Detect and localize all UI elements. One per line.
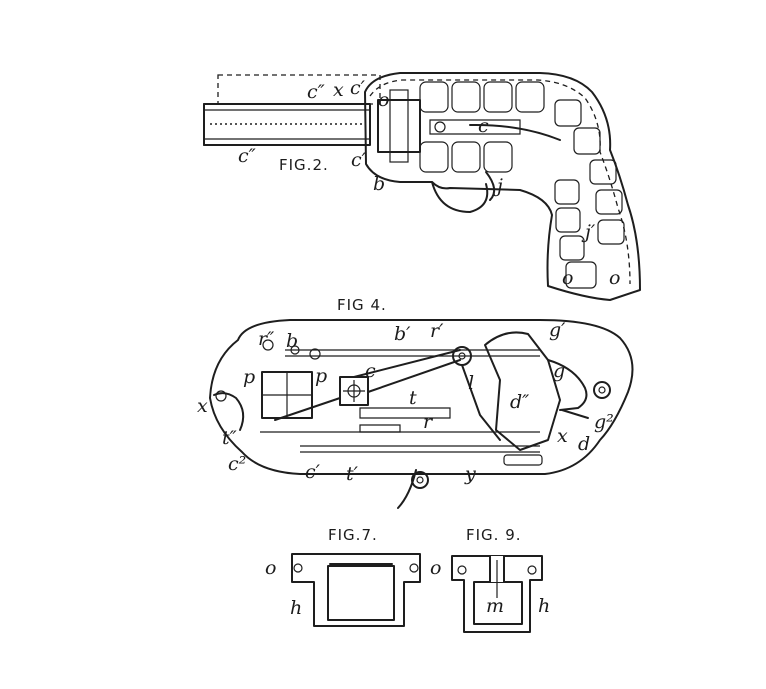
- fig9-label-m: m: [486, 595, 504, 617]
- fig2-label-c-prime-bottom: c′: [351, 149, 367, 171]
- fig4-label-t-prime: t′: [346, 463, 359, 485]
- fig4-label-c2: c²: [228, 453, 246, 475]
- fig4-label-b-prime: b′: [394, 323, 411, 345]
- fig2-title: FIG.2.: [279, 156, 329, 174]
- fig2-label-c-double-top: c″: [307, 81, 325, 103]
- fig2-label-j-prime: j′: [581, 221, 596, 243]
- fig4-label-r: r: [423, 411, 434, 433]
- fig4-label-t-double: t″: [222, 427, 237, 449]
- fig4-label-r-prime: r′: [430, 320, 444, 342]
- fig4-label-l: l: [468, 372, 474, 394]
- fig4-label-g-prime: g′: [549, 319, 566, 341]
- fig2-label-x-top: x: [333, 79, 344, 101]
- fig2-label-o-grip-left: o: [562, 267, 573, 289]
- fig4-label-g2: g²: [594, 411, 614, 433]
- fig4-label-x-left: x: [197, 395, 208, 417]
- fig7-title: FIG.7.: [328, 526, 378, 544]
- figure-4: FIG 4.: [197, 296, 634, 509]
- fig4-label-t: t: [409, 387, 417, 409]
- fig4-label-y: y: [464, 463, 476, 485]
- fig4-label-c: c: [365, 360, 376, 382]
- fig7-label-o-left: o: [265, 557, 276, 579]
- fig2-label-j: j: [493, 175, 503, 197]
- fig4-label-c-prime: c′: [305, 461, 321, 483]
- fig2-label-c-double-left: c″: [238, 145, 256, 167]
- fig4-label-d-double: d″: [510, 391, 529, 413]
- figure-9: FIG. 9. m h: [451, 526, 550, 633]
- fig7-label-h: h: [290, 597, 302, 619]
- fig4-label-r-double: r″: [258, 328, 274, 350]
- fig4-label-p-left: p: [243, 366, 255, 388]
- fig2-label-b: b: [373, 173, 385, 195]
- figure-7: FIG.7. o o h: [265, 526, 441, 627]
- fig4-label-g: g: [553, 360, 565, 382]
- fig9-title: FIG. 9.: [466, 526, 522, 544]
- fig4-label-d: d: [578, 433, 590, 455]
- fig2-label-c-prime-top: c′: [350, 77, 366, 99]
- fig9-label-h: h: [538, 595, 550, 617]
- figure-2: c″ x c′ o c c″ FIG.2. c′ b j j′ o o: [203, 72, 641, 301]
- fig4-label-x-right: x: [557, 425, 568, 447]
- fig2-label-o-grip-right: o: [609, 267, 620, 289]
- fig4-label-b: b: [286, 330, 298, 352]
- fig4-title: FIG 4.: [337, 296, 387, 314]
- fig4-label-p-right: p: [315, 365, 327, 387]
- fig2-label-o-top: o: [378, 89, 389, 111]
- fig7-label-o-right: o: [430, 557, 441, 579]
- fig2-label-c: c: [478, 115, 489, 137]
